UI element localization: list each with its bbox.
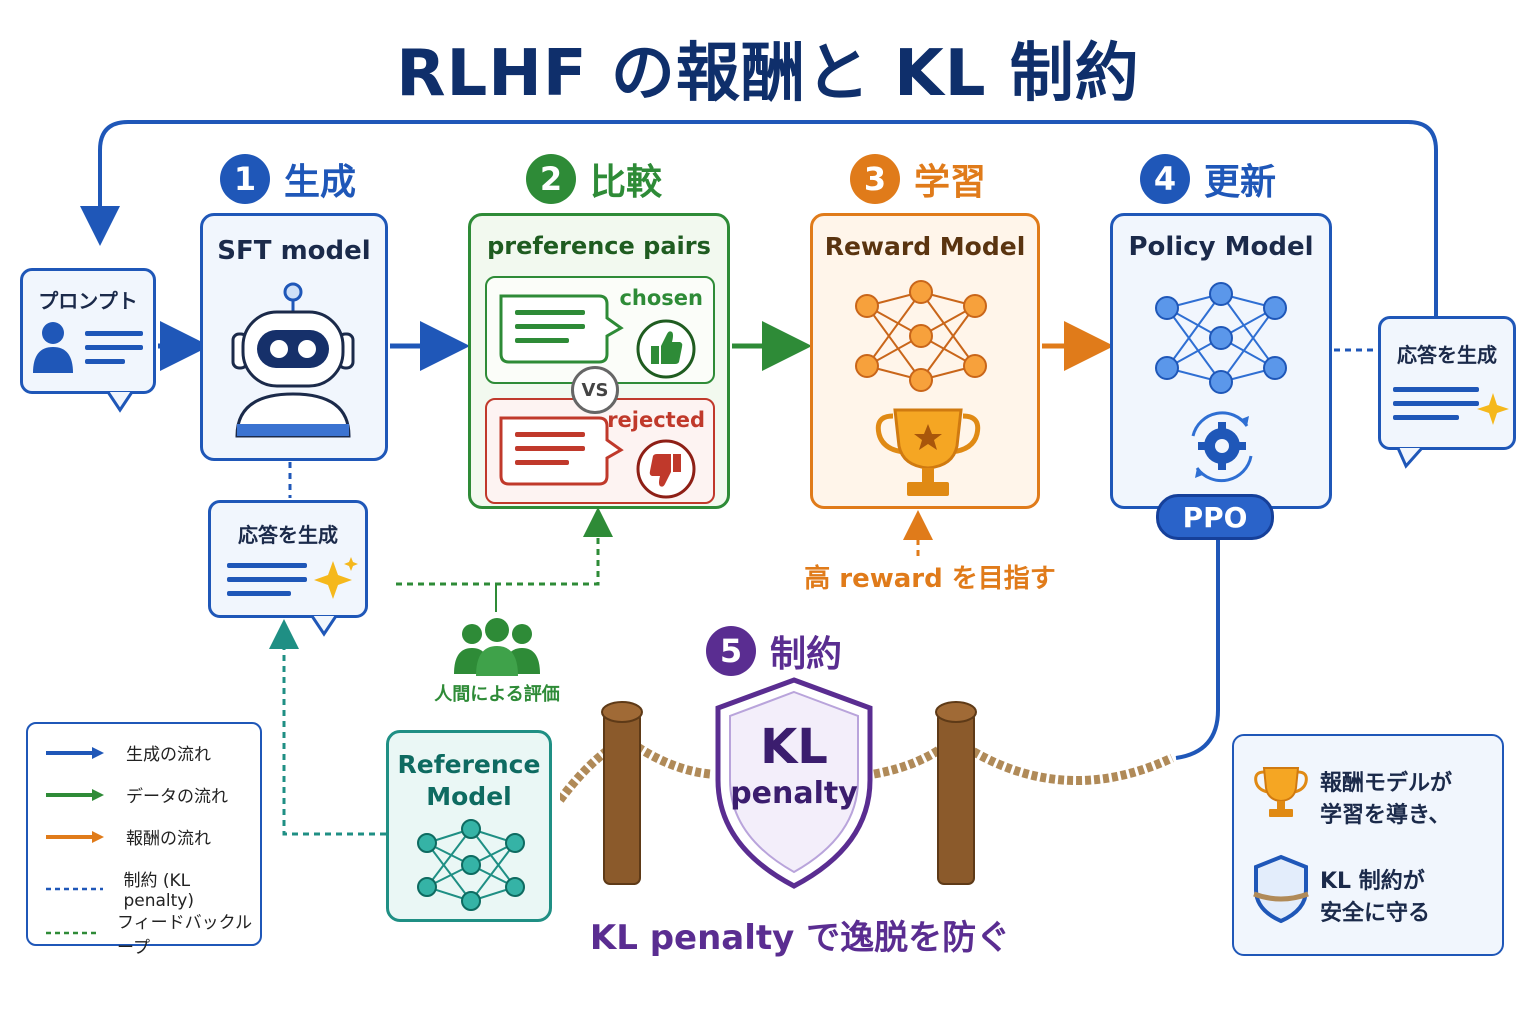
people-icon xyxy=(454,618,540,676)
reference-model-line2: Model xyxy=(426,782,512,811)
kl-penalty-label: KL penalty xyxy=(712,718,876,812)
trophy-icon xyxy=(1254,767,1308,817)
bubble-tail xyxy=(1396,448,1424,469)
step-label: 比較 xyxy=(590,162,663,203)
legend-item-data: データの流れ xyxy=(46,782,228,807)
page-title: RLHF の報酬と KL 制約 xyxy=(396,37,1140,111)
policy-model-title: Policy Model xyxy=(1128,232,1314,262)
policy-response-label: 応答を生成 xyxy=(1397,343,1497,367)
ppo-badge: PPO xyxy=(1156,494,1274,540)
summary-reward-line2: 学習を導き、 xyxy=(1320,803,1451,828)
response-text-icon xyxy=(227,563,307,596)
kl-penalty-line2: penalty xyxy=(730,776,858,811)
summary-note-kl: KL 制約が 安全に守る xyxy=(1320,866,1430,930)
reference-model-box: Reference Model xyxy=(386,730,552,922)
bubble-tail xyxy=(106,392,134,413)
step-constrain: 5 制約 xyxy=(706,625,842,677)
sft-response-bubble: 応答を生成 xyxy=(208,500,368,618)
legend-dash-blue xyxy=(46,887,104,890)
kl-penalty-line1: KL xyxy=(760,719,828,775)
thumbs-up-icon xyxy=(636,319,696,379)
chat-bubble-icon xyxy=(499,416,624,486)
step-label: 制約 xyxy=(770,634,843,675)
legend-arrow-orange xyxy=(46,830,104,843)
response-text-icon xyxy=(1393,387,1509,425)
thumbs-down-icon xyxy=(636,439,696,499)
step-generate: 1 生成 xyxy=(220,153,356,205)
chat-bubble-icon xyxy=(499,294,624,364)
step-number: 4 xyxy=(1140,154,1190,204)
legend-arrow-green xyxy=(46,788,104,801)
summary-note-box: 報酬モデルが 学習を導き、 KL 制約が 安全に守る xyxy=(1232,734,1504,956)
step-compare: 2 比較 xyxy=(526,153,662,205)
user-icon xyxy=(33,322,143,373)
sparkle-icon xyxy=(314,557,358,599)
summary-note-reward: 報酬モデルが 学習を導き、 xyxy=(1320,768,1452,832)
reward-model-title: Reward Model xyxy=(824,232,1026,261)
rejected-label: rejected xyxy=(607,408,705,432)
prompt-label: プロンプト xyxy=(38,289,138,313)
step-label: 学習 xyxy=(914,162,987,203)
sft-model-title: SFT model xyxy=(217,236,371,266)
neural-network-icon xyxy=(1155,282,1287,394)
legend-item-generate: 生成の流れ xyxy=(46,740,211,765)
reference-model-title: Reference Model xyxy=(389,749,549,813)
sft-model-box: SFT model xyxy=(200,213,388,461)
legend-label: 報酬の流れ xyxy=(126,829,211,849)
legend-label: 生成の流れ xyxy=(126,745,211,765)
step-label: 生成 xyxy=(284,162,357,203)
summary-kl-line1: KL 制約が xyxy=(1320,869,1425,894)
human-eval-label: 人間による評価 xyxy=(434,684,560,705)
step-number: 3 xyxy=(850,154,900,204)
step-number: 5 xyxy=(706,626,756,676)
summary-kl-line2: 安全に守る xyxy=(1320,901,1431,926)
rejected-card: rejected xyxy=(485,398,715,504)
shield-icon xyxy=(715,677,873,889)
step-number: 1 xyxy=(220,154,270,204)
trophy-icon xyxy=(875,408,981,496)
step-label: 更新 xyxy=(1204,162,1277,203)
summary-reward-line1: 報酬モデルが xyxy=(1320,771,1453,796)
shield-icon xyxy=(1253,854,1309,924)
reference-model-line1: Reference xyxy=(397,750,541,779)
preference-pairs-title: preference pairs xyxy=(487,232,711,260)
chosen-label: chosen xyxy=(619,286,703,310)
legend-item-feedback: フィードバックループ xyxy=(46,908,260,958)
prompt-bubble: プロンプト xyxy=(20,268,156,394)
legend-arrow-blue xyxy=(46,746,104,759)
step-update: 4 更新 xyxy=(1140,153,1276,205)
policy-model-box: Policy Model xyxy=(1110,213,1332,509)
policy-response-bubble: 応答を生成 xyxy=(1378,316,1516,450)
gear-cycle-icon xyxy=(1191,411,1253,483)
neural-network-icon xyxy=(855,280,987,392)
legend-label: データの流れ xyxy=(126,787,228,807)
reward-goal-text: 高 reward を目指す xyxy=(804,564,1056,594)
legend-item-constraint: 制約 (KL penalty) xyxy=(46,866,260,911)
bubble-tail xyxy=(310,616,338,637)
rope-fence-icon xyxy=(560,701,1174,885)
legend-label: フィードバックループ xyxy=(117,913,253,958)
legend-dash-green xyxy=(46,931,98,935)
neural-network-icon xyxy=(417,819,525,911)
sft-response-label: 応答を生成 xyxy=(238,523,338,547)
vs-badge: VS xyxy=(571,366,619,414)
legend-label: 制約 (KL penalty) xyxy=(123,871,194,911)
legend-box: 生成の流れ データの流れ 報酬の流れ 制約 (KL penalty) フィードバ… xyxy=(26,722,262,958)
robot-icon xyxy=(231,282,355,438)
legend-item-reward: 報酬の流れ xyxy=(46,824,211,849)
reward-model-box: Reward Model xyxy=(810,213,1040,509)
preference-pairs-box: preference pairs chosen rejected VS xyxy=(468,213,730,509)
kl-caption: KL penalty で逸脱を防ぐ xyxy=(589,918,1011,958)
step-learn: 3 学習 xyxy=(850,153,986,205)
step-number: 2 xyxy=(526,154,576,204)
